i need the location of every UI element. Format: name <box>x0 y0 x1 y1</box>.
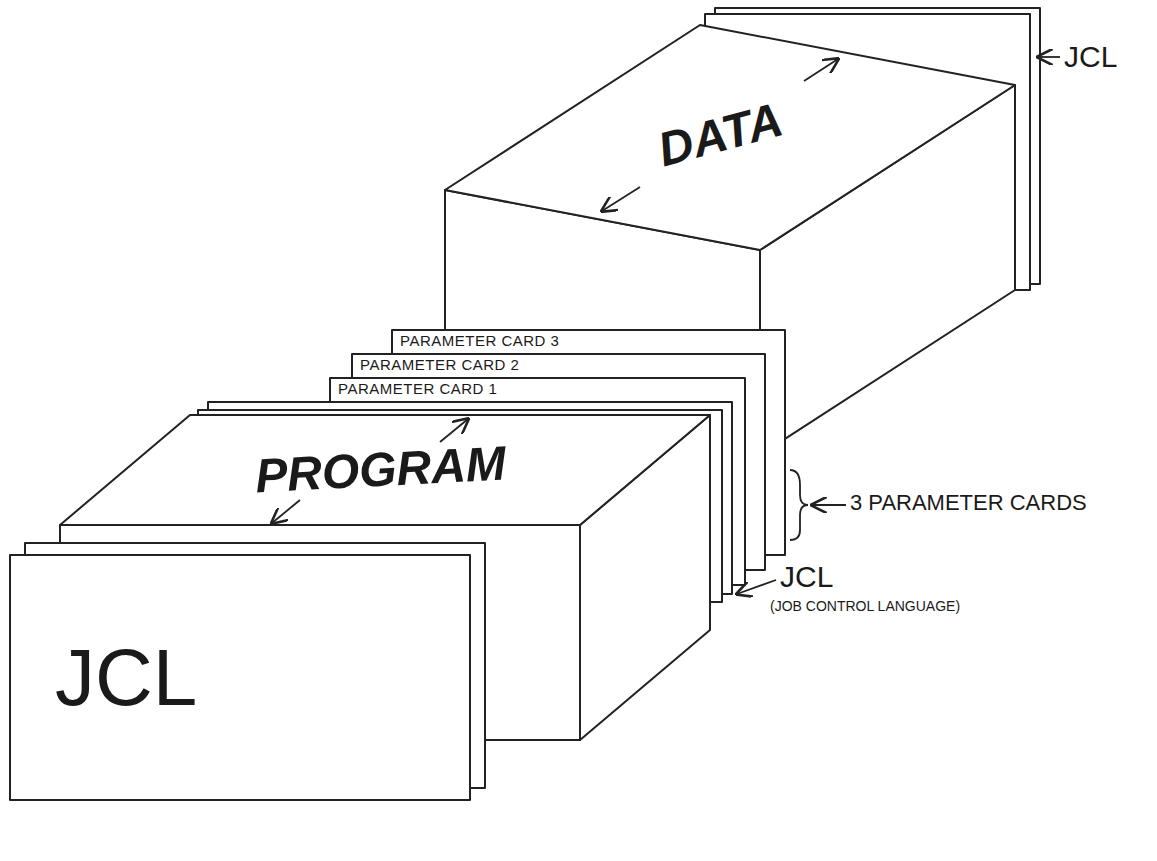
callout-label: 3 PARAMETER CARDS <box>850 491 1087 515</box>
data-deck-node: DATA <box>643 87 797 183</box>
jcl-card <box>10 555 470 800</box>
card-label: JCL <box>55 634 197 722</box>
direction-arrow <box>602 187 640 211</box>
leader-arrow <box>1038 56 1060 58</box>
parameter-card-node: PARAMETER CARD 1 <box>330 378 730 401</box>
card-label: PARAMETER CARD 3 <box>400 333 764 350</box>
card-label: PARAMETER CARD 2 <box>360 357 744 374</box>
callout-label: JCL <box>1064 40 1117 73</box>
label-anchor: 3 PARAMETER CARDS <box>850 491 1087 515</box>
label-anchor: JCL <box>780 560 833 593</box>
direction-arrow <box>272 500 300 523</box>
callout-note: (JOB CONTROL LANGUAGE) <box>770 599 960 614</box>
label-anchor: JCL <box>1064 40 1117 73</box>
program-deck-top <box>60 415 710 525</box>
deck-label: DATA <box>652 93 788 177</box>
brace <box>790 470 808 540</box>
jcl-card-node: JCL <box>10 555 470 800</box>
leader-arrow <box>737 580 776 594</box>
parameter-card-node: PARAMETER CARD 3 <box>392 330 772 353</box>
parameter-card-node: PARAMETER CARD 2 <box>352 354 752 377</box>
leader-arrow <box>812 504 846 506</box>
callout-label: JCL <box>780 560 833 593</box>
deck-label: PROGRAM <box>253 437 506 503</box>
label-anchor: (JOB CONTROL LANGUAGE) <box>770 599 960 614</box>
card-label: PARAMETER CARD 1 <box>338 381 722 398</box>
data-deck-top <box>445 25 1015 250</box>
program-deck-node: PROGRAM <box>245 433 515 508</box>
direction-arrow <box>804 59 838 81</box>
